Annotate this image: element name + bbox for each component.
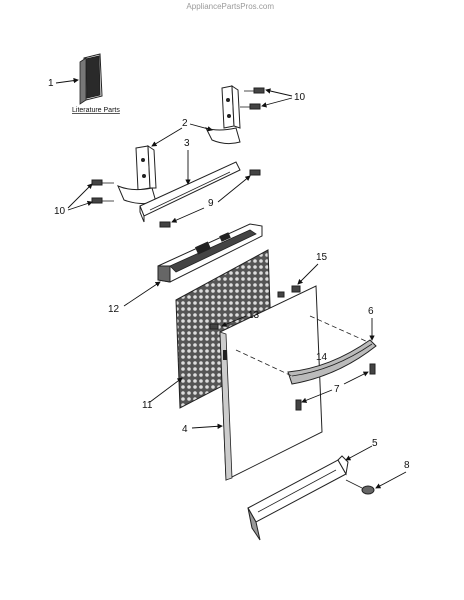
callout-15: 15 [316, 252, 328, 263]
callout-1: 1 [48, 78, 54, 89]
leader-15 [297, 263, 319, 285]
leader-2-left [151, 127, 183, 147]
callout-9: 9 [208, 198, 214, 209]
leader-5 [345, 445, 373, 461]
callout-5: 5 [372, 438, 378, 449]
leader-11 [149, 377, 183, 403]
leader-2-right [189, 123, 213, 132]
screw-channel-left [159, 221, 171, 228]
leader-10a-2 [261, 97, 293, 108]
hinge-bracket-left [117, 145, 157, 205]
screw-upper-2 [240, 103, 261, 110]
callout-4: 4 [182, 424, 188, 435]
handle-screw-1 [295, 399, 302, 411]
callout-13: 13 [248, 310, 260, 321]
screw-15 [277, 285, 301, 298]
toe-panel [247, 455, 349, 541]
watermark: AppliancePartsPros.com [186, 2, 274, 11]
leader-9-left [171, 207, 205, 223]
screw-channel-right [249, 169, 261, 176]
callout-10-lower: 10 [54, 206, 66, 217]
leader-10a-1 [265, 88, 293, 97]
door-handle [287, 339, 377, 385]
outer-door-panel [219, 285, 323, 481]
leader-12 [123, 281, 161, 307]
leader-7-left [301, 389, 333, 403]
callout-14: 14 [316, 352, 328, 363]
literature-booklet [79, 53, 103, 105]
leader-13 [221, 315, 247, 327]
callout-12: 12 [108, 304, 120, 315]
leader-7-right [343, 371, 369, 385]
leader-10b-1 [67, 183, 93, 209]
dash-line-2 [309, 315, 369, 343]
hinge-bracket-right [205, 85, 241, 145]
callout-8: 8 [404, 460, 410, 471]
callout-10-upper: 10 [294, 92, 306, 103]
screw-13 [209, 323, 219, 330]
handle-screw-2 [369, 363, 376, 375]
callout-2: 2 [182, 118, 188, 129]
dash-line-1 [235, 349, 293, 377]
callout-3: 3 [184, 138, 190, 149]
top-channel [139, 161, 241, 223]
callout-11: 11 [142, 400, 153, 411]
literature-label: Literature Parts [72, 107, 120, 114]
leader-9-right [217, 175, 251, 203]
callout-6: 6 [368, 306, 374, 317]
callout-7: 7 [334, 384, 340, 395]
leader-1 [55, 77, 79, 84]
leader-10b-2 [67, 200, 93, 211]
screw-8 [345, 479, 375, 495]
screw-upper-1 [244, 87, 265, 94]
screw-left-1 [91, 179, 114, 186]
screw-left-2 [91, 197, 114, 204]
leader-4 [191, 423, 223, 429]
control-module [157, 223, 263, 283]
leader-8 [375, 471, 407, 489]
